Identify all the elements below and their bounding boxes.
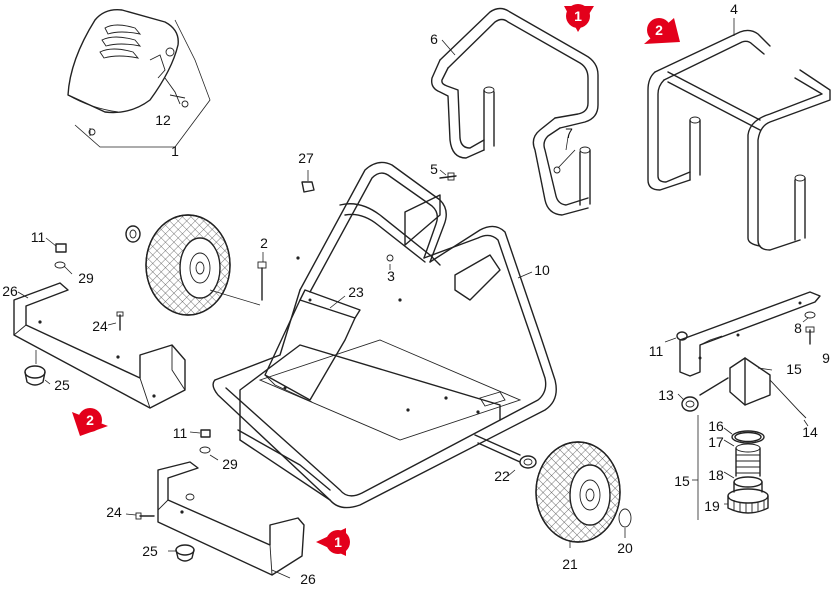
label-26-upper: 26	[2, 283, 18, 299]
badge-1-top: 1	[564, 4, 594, 32]
filter-assembly	[677, 357, 809, 520]
label-2: 2	[260, 235, 268, 251]
label-24-upper: 24	[92, 318, 108, 334]
label-16: 16	[708, 418, 724, 434]
label-29-lower: 29	[222, 456, 238, 472]
filter-rail	[664, 291, 821, 377]
badge-2-left-text: 2	[86, 412, 94, 428]
badge-1-bottom-text: 1	[334, 534, 342, 550]
label-25-upper: 25	[54, 377, 70, 393]
label-19: 19	[704, 498, 720, 514]
label-18: 18	[708, 467, 724, 483]
label-11-lower: 11	[173, 425, 188, 441]
label-25-lower: 25	[142, 543, 158, 559]
label-13: 13	[658, 387, 674, 403]
wheel-left	[125, 214, 261, 316]
badge-2-left: 2	[72, 408, 108, 436]
mount-bracket-upper	[13, 237, 186, 409]
label-6: 6	[430, 31, 438, 47]
label-29-upper: 29	[78, 270, 94, 286]
mount-bracket-lower	[125, 429, 305, 579]
badge-1-bottom: 1	[316, 528, 350, 556]
label-27: 27	[298, 150, 314, 166]
frame-bracket	[264, 289, 361, 403]
handle-frame-variant	[647, 18, 831, 251]
label-21: 21	[562, 556, 578, 572]
label-7: 7	[565, 125, 573, 141]
wheel-right	[535, 441, 632, 548]
label-23: 23	[348, 284, 364, 300]
badge-2-top: 2	[644, 18, 680, 44]
label-15-lower: 15	[674, 473, 690, 489]
label-1: 1	[171, 143, 179, 159]
label-20: 20	[617, 540, 633, 556]
label-10: 10	[534, 262, 550, 278]
label-11-right: 11	[649, 343, 664, 359]
label-26-lower: 26	[300, 571, 316, 587]
small-fasteners	[257, 169, 457, 301]
label-4: 4	[730, 1, 738, 17]
label-22: 22	[494, 468, 510, 484]
label-12: 12	[155, 112, 171, 128]
label-15-upper: 15	[786, 361, 802, 377]
label-24-lower: 24	[106, 504, 122, 520]
label-8: 8	[794, 320, 802, 336]
label-3: 3	[387, 268, 395, 284]
badge-1-top-text: 1	[574, 8, 582, 24]
label-11-upper: 11	[31, 229, 46, 245]
label-14: 14	[802, 424, 818, 440]
label-17: 17	[708, 434, 724, 450]
badge-2-top-text: 2	[655, 22, 663, 38]
label-9: 9	[822, 350, 830, 366]
label-5: 5	[430, 161, 438, 177]
handle-frame	[430, 7, 599, 216]
main-frame	[212, 161, 557, 509]
cover-hood	[67, 9, 211, 148]
